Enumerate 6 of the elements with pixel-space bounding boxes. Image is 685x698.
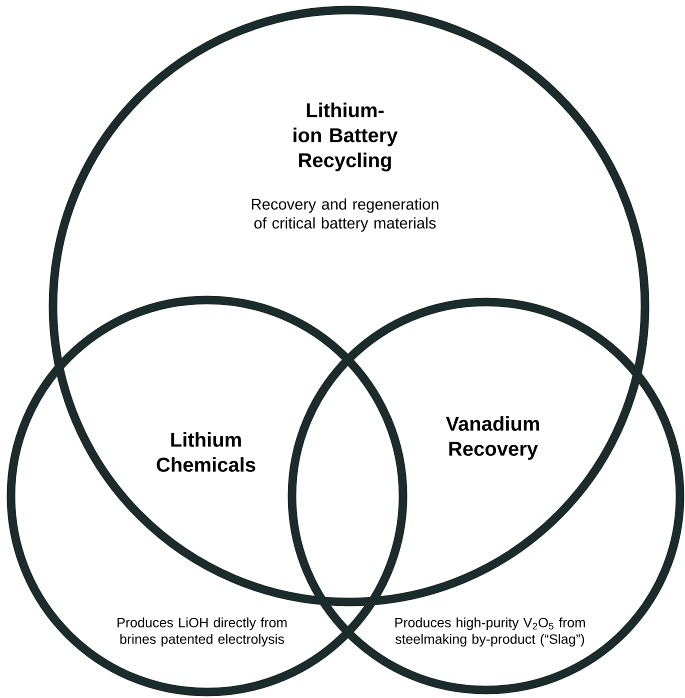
circle-description: Recovery and regeneration of critical battery materials — [252, 198, 438, 232]
circle-description: Produces high-purity V$_{2}$O$_{5}$ from steelmaking by-product (“Slag”) — [395, 617, 585, 647]
circle-title: Lithium Chemicals — [156, 432, 256, 472]
circle-title: Lithium-ion Battery Recycling — [294, 102, 398, 172]
circle-title: Vanadium Recovery — [446, 416, 540, 460]
circle-description: Produces LiOH directly from brines patented electrolysis — [118, 617, 287, 647]
